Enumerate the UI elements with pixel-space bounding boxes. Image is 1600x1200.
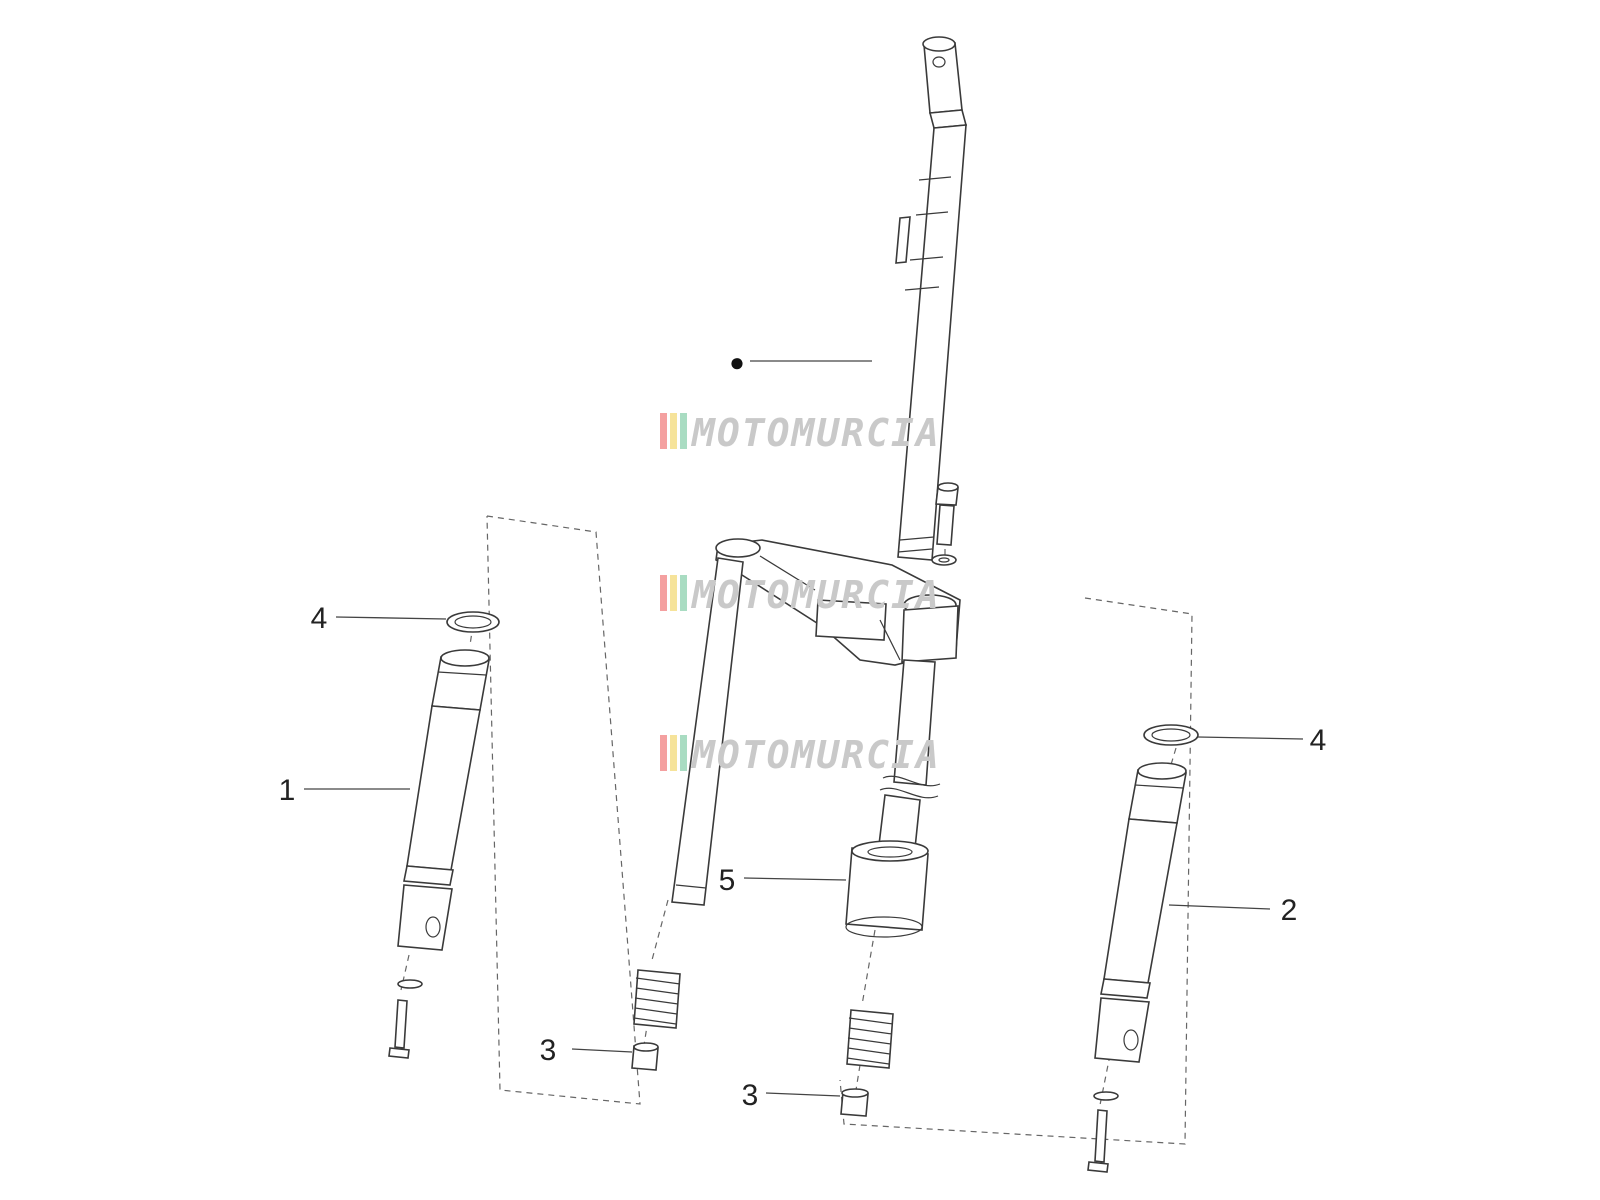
watermark-stripe-red: [660, 575, 667, 611]
watermark-1: MOTOMURCIA: [660, 411, 941, 455]
watermark-text: MOTOMURCIA: [690, 573, 941, 617]
callout-4-right: 4: [1310, 724, 1327, 757]
callout-1: 1: [279, 774, 296, 807]
watermark-stripe-red: [660, 735, 667, 771]
spring-right: [846, 1009, 894, 1069]
watermark-text: MOTOMURCIA: [690, 411, 941, 455]
callout-4-left: 4: [311, 602, 328, 635]
watermark-2: MOTOMURCIA: [660, 573, 941, 617]
watermark-stripe-green: [680, 413, 687, 449]
fork-bushing: [845, 840, 929, 938]
watermark-stripe-yellow: [670, 575, 677, 611]
callout-marker: ●: [729, 347, 745, 377]
callout-5: 5: [719, 864, 736, 897]
steering-column: [895, 36, 968, 561]
shock-absorber-right: [1087, 724, 1199, 1173]
watermark-3: MOTOMURCIA: [660, 733, 941, 777]
shock-absorber-left: [388, 611, 500, 1059]
callout-3-right: 3: [742, 1079, 759, 1112]
watermark-stripe-green: [680, 735, 687, 771]
crown-bolt: [931, 482, 959, 566]
watermark-stripe-red: [660, 413, 667, 449]
watermark-stripe-yellow: [670, 735, 677, 771]
leader-lines: [304, 360, 1304, 1097]
spring-left: [633, 969, 681, 1029]
callout-3-left: 3: [540, 1034, 557, 1067]
fork-crown: [715, 538, 961, 666]
fork-leg-left: [671, 557, 744, 906]
callout-labels: ● 4 1 3 3 5 4 2: [279, 347, 1327, 1112]
watermark-text: MOTOMURCIA: [690, 733, 941, 777]
spacer-right: [840, 1088, 869, 1117]
callout-2: 2: [1281, 894, 1298, 927]
watermark-stripe-green: [680, 575, 687, 611]
spacer-left: [631, 1042, 659, 1071]
watermark-stripe-yellow: [670, 413, 677, 449]
